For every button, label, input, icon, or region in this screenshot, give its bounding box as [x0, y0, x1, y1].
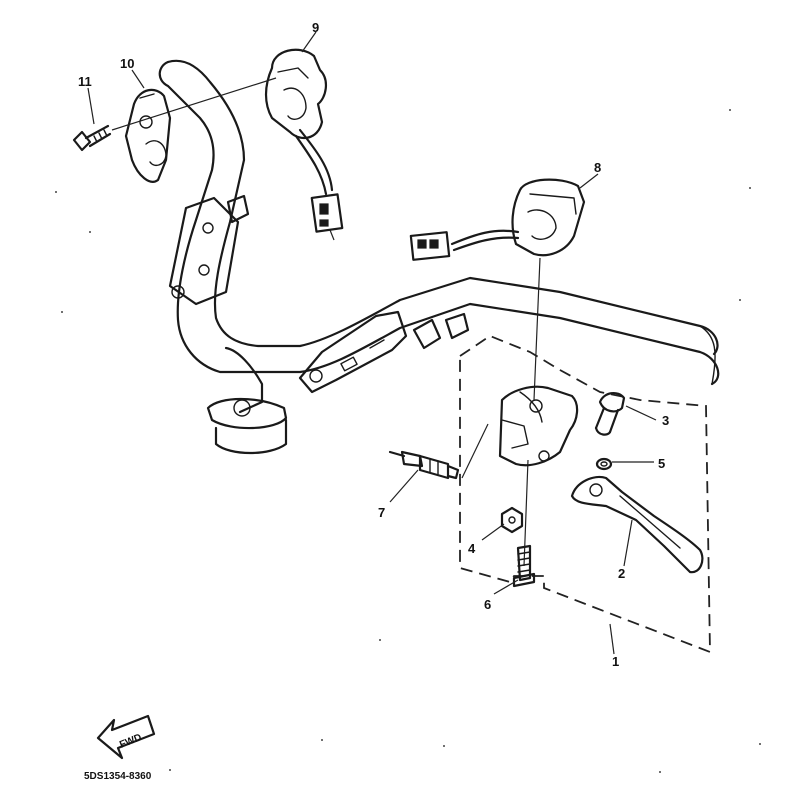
fwd-label: FWD — [118, 732, 143, 751]
assembly-line-screw — [111, 77, 277, 131]
assembly-line-vertical — [523, 257, 541, 567]
callout-3: 3 — [662, 413, 669, 428]
callout-9: 9 — [312, 20, 319, 35]
callout-2: 2 — [618, 566, 625, 581]
fwd-arrow-icon: FWD — [96, 714, 156, 760]
callout-6: 6 — [484, 597, 491, 612]
callout-7: 7 — [378, 505, 385, 520]
callout-8: 8 — [594, 160, 601, 175]
part-10-switch-half — [124, 88, 172, 183]
diagram-code: 5DS1354-8360 — [84, 771, 152, 782]
assembly-1-outline — [459, 334, 711, 654]
print-specks — [55, 109, 761, 773]
callout-5: 5 — [658, 456, 665, 471]
callout-10: 10 — [120, 56, 134, 71]
part-9-switch-assembly — [264, 48, 344, 241]
part-2-lever — [570, 475, 704, 574]
part-11-screw — [72, 124, 112, 152]
callout-1: 1 — [612, 654, 619, 669]
callout-11: 11 — [78, 74, 92, 89]
callout-leaders — [87, 31, 657, 655]
handlebar — [158, 59, 720, 454]
lever-holder — [461, 385, 579, 479]
part-5-washer — [595, 457, 613, 471]
part-7-switch — [388, 450, 460, 480]
callout-4: 4 — [468, 541, 476, 556]
part-4-nut — [500, 506, 524, 534]
part-6-bolt — [512, 544, 536, 588]
part-3-pivot-bolt — [594, 392, 626, 436]
part-8-switch-assembly — [409, 178, 586, 261]
